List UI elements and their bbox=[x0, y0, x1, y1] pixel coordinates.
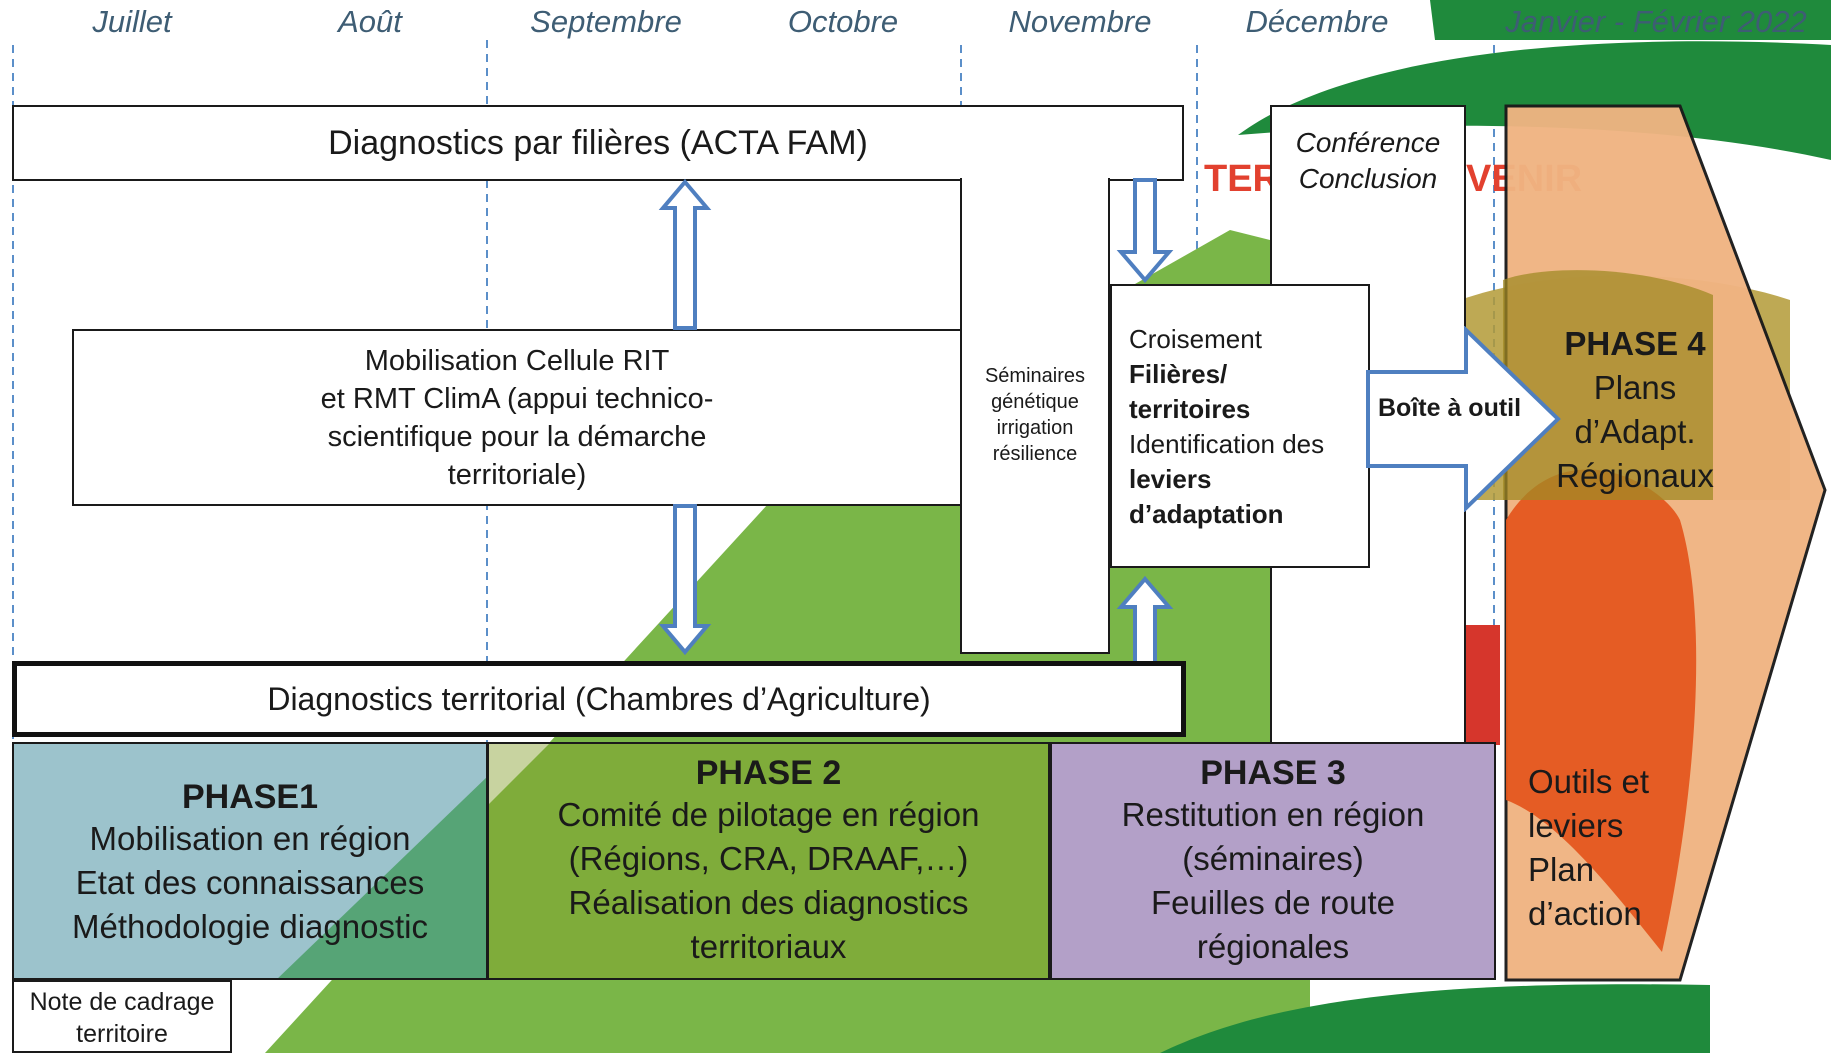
month-november: Novembre bbox=[1008, 4, 1152, 39]
croisement-line-bold: Filières/ bbox=[1129, 359, 1228, 389]
outils-line: Plan bbox=[1528, 851, 1595, 888]
croisement-box: Croisement Filières/ territoires Identif… bbox=[1110, 284, 1370, 568]
phase3-line: (séminaires) bbox=[1182, 840, 1364, 877]
bottom-box-diagnostics-territorial: Diagnostics territorial (Chambres d’Agri… bbox=[12, 661, 1186, 737]
seminaires-line: génétique bbox=[991, 391, 1079, 413]
outils-line: d’action bbox=[1528, 895, 1642, 932]
month-july: Juillet bbox=[92, 4, 172, 39]
phase1-title: PHASE1 bbox=[181, 778, 319, 816]
boite-a-outil-arrow bbox=[1366, 326, 1561, 512]
seminaires-line: Séminaires bbox=[984, 365, 1086, 387]
phase2-title: PHASE 2 bbox=[695, 754, 842, 792]
red-strip bbox=[1462, 625, 1500, 745]
phase1-line: Mobilisation en région bbox=[89, 820, 411, 857]
month-december: Décembre bbox=[1245, 4, 1389, 39]
seminaires-line: résilience bbox=[992, 443, 1078, 465]
croisement-line-bold: leviers bbox=[1129, 464, 1212, 494]
seminaires-column: Séminaires génétique irrigation résilien… bbox=[960, 178, 1110, 654]
phase4-line: Plans bbox=[1593, 369, 1677, 406]
croisement-line-bold: territoires bbox=[1129, 394, 1251, 424]
croisement-line: Croisement bbox=[1129, 324, 1262, 354]
phase4-line: Régionaux bbox=[1556, 457, 1714, 494]
watermark-left: TER bbox=[1204, 158, 1280, 200]
outils-line: Outils et bbox=[1528, 763, 1650, 800]
top-box-label: Diagnostics par filières (ACTA FAM) bbox=[328, 123, 868, 162]
month-august: Août bbox=[338, 4, 402, 39]
note-line: Note de cadrage bbox=[29, 988, 215, 1016]
green-swoosh-bottom bbox=[1160, 984, 1710, 1053]
double-arrow-vertical bbox=[658, 178, 712, 656]
month-jan-feb: Janvier - Février 2022 bbox=[1505, 4, 1807, 39]
phase2-box: PHASE 2 Comité de pilotage en région (Ré… bbox=[487, 742, 1050, 980]
phase4-title: PHASE 4 bbox=[1564, 325, 1706, 362]
outils-line: leviers bbox=[1528, 807, 1624, 844]
phase2-line: Réalisation des diagnostics bbox=[568, 884, 969, 921]
mobilisation-line: scientifique pour la démarche bbox=[327, 420, 707, 453]
phase3-line: régionales bbox=[1196, 928, 1350, 965]
conclusion-label: Conclusion bbox=[1298, 163, 1438, 194]
phase2-line: (Régions, CRA, DRAAF,…) bbox=[568, 840, 969, 877]
bottom-box-label: Diagnostics territorial (Chambres d’Agri… bbox=[267, 680, 931, 717]
month-september: Septembre bbox=[530, 4, 682, 39]
seminaires-line: irrigation bbox=[996, 417, 1074, 439]
phase2-line: territoriaux bbox=[690, 928, 847, 965]
mobilisation-box: Mobilisation Cellule RIT et RMT ClimA (a… bbox=[72, 329, 962, 506]
mobilisation-line: territoriale) bbox=[447, 458, 587, 491]
header-green-band bbox=[1430, 0, 1831, 40]
note-line: territoire bbox=[76, 1020, 168, 1048]
mobilisation-line: Mobilisation Cellule RIT bbox=[364, 344, 670, 377]
phase4-olive-overlay bbox=[1503, 270, 1713, 500]
croisement-line: Identification des bbox=[1129, 429, 1325, 459]
phase2-line: Comité de pilotage en région bbox=[557, 796, 980, 833]
phase3-box: PHASE 3 Restitution en région (séminaire… bbox=[1050, 742, 1496, 980]
month-october: Octobre bbox=[787, 4, 899, 39]
phase3-line: Feuilles de route bbox=[1151, 884, 1395, 921]
phase1-box: PHASE1 Mobilisation en région Etat des c… bbox=[12, 742, 488, 980]
mobilisation-line: et RMT ClimA (appui technico- bbox=[320, 382, 714, 415]
outils-text: Outils et leviers Plan d’action bbox=[1528, 760, 1649, 936]
phase1-line: Etat des connaissances bbox=[75, 864, 425, 901]
phase1-line: Méthodologie diagnostic bbox=[72, 908, 428, 945]
arrow-up-croisement bbox=[1116, 575, 1174, 665]
phase4-line: d’Adapt. bbox=[1574, 413, 1696, 450]
note-de-cadrage-box: Note de cadrage territoire bbox=[12, 980, 232, 1053]
top-box-diagnostics-filieres: Diagnostics par filières (ACTA FAM) bbox=[12, 105, 1184, 181]
phase3-line: Restitution en région bbox=[1121, 796, 1425, 833]
boite-a-outil-label: Boîte à outil bbox=[1378, 394, 1522, 422]
phase4-text: PHASE 4 Plans d’Adapt. Régionaux bbox=[1520, 322, 1750, 498]
arrow-down-croisement bbox=[1116, 178, 1174, 284]
phase3-title: PHASE 3 bbox=[1200, 754, 1346, 792]
croisement-line-bold: d’adaptation bbox=[1129, 499, 1284, 529]
conference-label: Conférence bbox=[1295, 127, 1441, 158]
